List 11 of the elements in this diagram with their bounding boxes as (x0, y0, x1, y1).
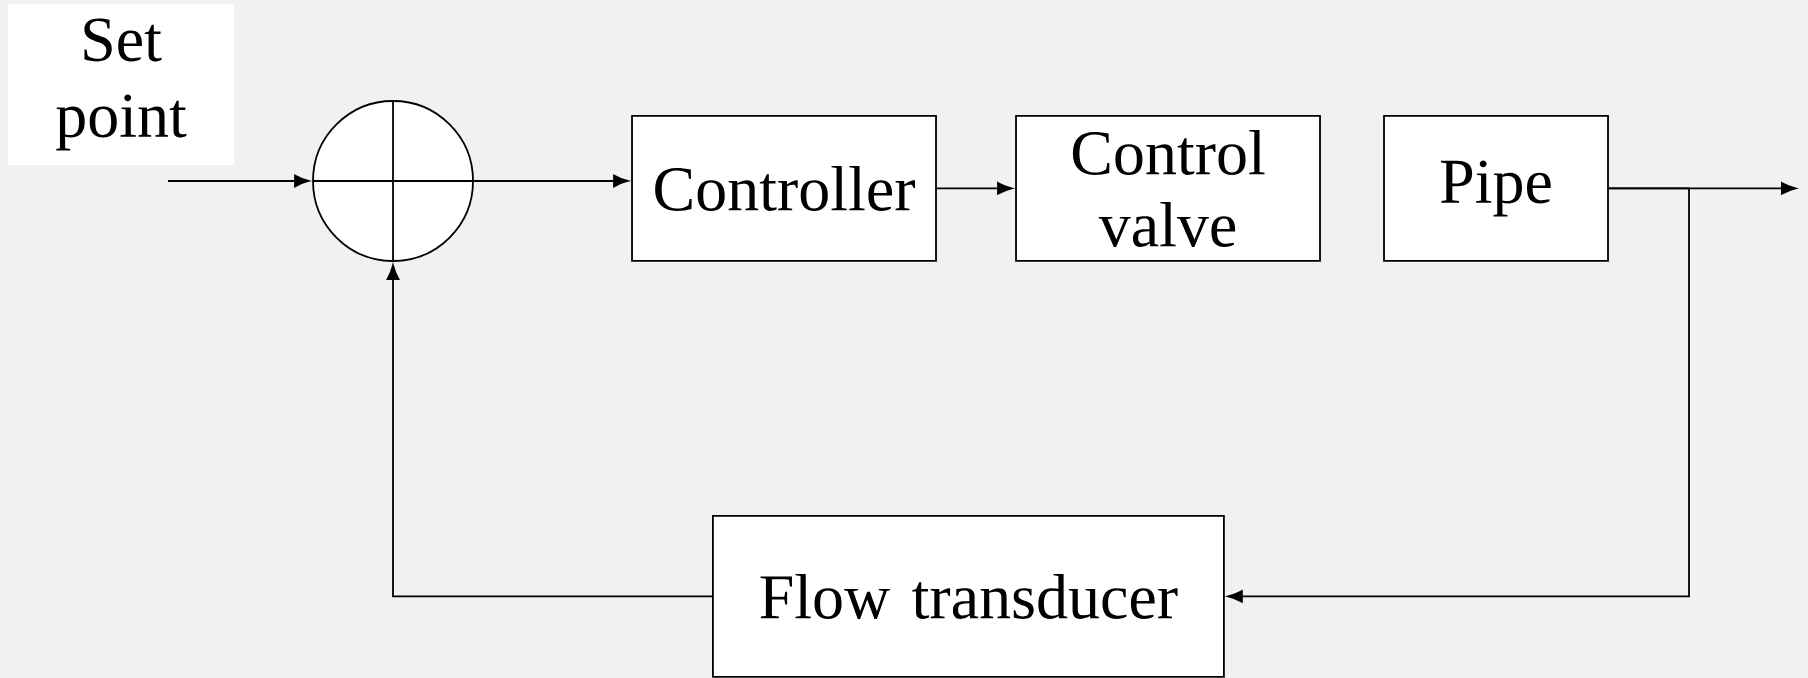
process-box: Pipe (1383, 115, 1609, 262)
summing-junction (312, 100, 474, 262)
process-box: Control valve (1015, 115, 1321, 262)
arrow (386, 264, 713, 598)
process-box: Controller (631, 115, 937, 262)
arrow (936, 182, 1013, 195)
arrow (473, 174, 629, 188)
arrow (167, 174, 310, 188)
text-box: Set point (8, 3, 234, 165)
process-box: Flow transducer (712, 515, 1225, 678)
arrow (1227, 187, 1690, 603)
